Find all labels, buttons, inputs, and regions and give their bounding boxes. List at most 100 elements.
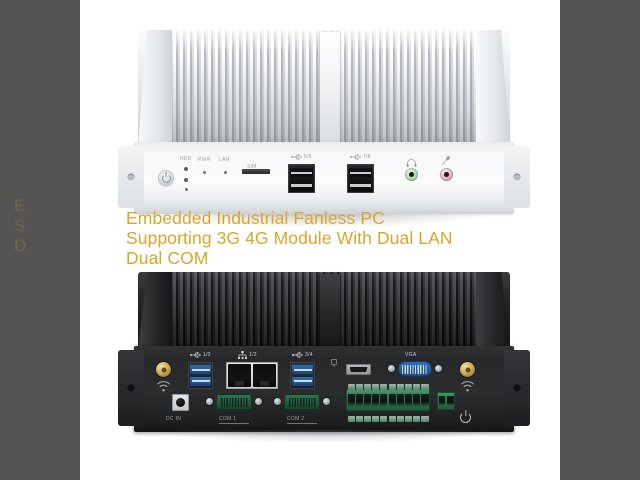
terminal-screw (355, 416, 363, 422)
com2-screw-right (323, 398, 330, 405)
terminal-block-icon (437, 392, 455, 410)
terminal-screw (372, 416, 380, 422)
com2-label-group: COM 2 (287, 416, 317, 424)
aux-terminal-block[interactable] (437, 392, 455, 410)
power-button-white[interactable] (158, 170, 174, 186)
rj45-jack (228, 364, 251, 387)
terminal-pin (396, 393, 404, 407)
usb-port-7-8[interactable] (347, 164, 374, 193)
com1-screw-right (255, 398, 262, 405)
led-icon (185, 188, 188, 191)
terminal-pin (363, 393, 371, 407)
lan-port-1-2[interactable] (226, 362, 278, 389)
dio-terminal-block[interactable] (346, 384, 430, 422)
status-led-lan1 (203, 171, 206, 174)
power-symbol-icon (460, 412, 471, 423)
product-photo: HDD PWR LAN SIM (80, 0, 560, 480)
audio-jack-icon (440, 168, 453, 181)
microphone-jack[interactable] (440, 168, 453, 181)
antenna-right-wifi-mark (460, 379, 475, 397)
dc-in-jack[interactable] (172, 394, 189, 411)
wifi-icon (461, 381, 474, 392)
usb-icon (291, 154, 302, 160)
usb-slot (292, 376, 313, 386)
heatsink-center-block-black (320, 274, 340, 350)
terminal-screw (363, 384, 371, 390)
indicator-label-lan: LAN (219, 157, 230, 163)
usb-connector-icon (347, 164, 374, 193)
terminal-screw (388, 384, 396, 390)
headphone-jack[interactable] (405, 168, 418, 181)
rj45-jack (253, 364, 276, 387)
usb-1-2-label-group: 1/2 (190, 352, 211, 358)
terminal-pin (438, 396, 446, 406)
com-2-label: COM 2 (287, 416, 305, 422)
usb-3-4-label: 3/4 (305, 352, 313, 358)
terminal-screw (413, 384, 421, 390)
antenna-icon (156, 362, 171, 377)
terminal-screw (363, 416, 371, 422)
headphone-icon (406, 159, 417, 167)
usb-port-3-4[interactable] (290, 362, 315, 389)
usb-icon (292, 352, 303, 358)
db9-pins (220, 397, 248, 407)
mounting-ear-right-white (504, 146, 530, 208)
usb-slot (290, 180, 313, 190)
terminal-pin (372, 393, 380, 407)
vga-connector-icon (398, 361, 432, 377)
terminal-screw (421, 416, 429, 422)
terminal-screw (380, 384, 388, 390)
screw-icon (435, 365, 442, 372)
led-icon (184, 167, 188, 171)
usb-slot (349, 167, 372, 177)
usb3-connector-icon (188, 362, 213, 389)
overlay-watermark-left: E S D (14, 196, 26, 256)
led-icon (224, 171, 227, 174)
power-button-black[interactable] (460, 412, 471, 423)
com-port-1[interactable] (216, 394, 252, 410)
terminal-pin (413, 393, 421, 407)
usb-slot (290, 167, 313, 177)
usb-icon (350, 154, 361, 160)
dc-in-label: DC IN (166, 416, 182, 422)
screw-icon (255, 398, 262, 405)
front-panel-white: HDD PWR LAN SIM (118, 142, 530, 214)
terminal-block-icon (346, 389, 430, 411)
com-port-2[interactable] (284, 394, 320, 410)
terminal-screw (396, 416, 404, 422)
antenna-connector-left[interactable] (156, 362, 171, 377)
com1-label-group: COM 1 (219, 416, 249, 424)
com-1-underline (219, 423, 249, 424)
usb-slot (292, 365, 313, 375)
rear-panel-black: 1/2 (118, 346, 530, 432)
wifi-icon (157, 381, 170, 392)
rj45-connector-icon (226, 362, 278, 389)
dc-in-label-group: DC IN (166, 416, 181, 422)
terminal-pin (388, 393, 396, 407)
led-icon (184, 178, 188, 182)
hdmi-connector-icon (346, 364, 371, 375)
terminal-screw (396, 384, 404, 390)
com-2-underline (287, 423, 317, 424)
status-led-hdd (184, 167, 188, 171)
vga-screw-left (388, 365, 395, 372)
hdmi-port[interactable] (346, 364, 371, 375)
mounting-hole-icon (127, 173, 135, 181)
db9-connector-icon (216, 394, 252, 410)
screw-icon (206, 398, 213, 405)
usb-icon (190, 352, 201, 358)
vga-port[interactable] (398, 361, 432, 377)
power-button-icon (158, 170, 174, 186)
terminal-screw (372, 384, 380, 390)
lan-1-2-label-group: 1/2 (238, 351, 257, 359)
status-led-lan2 (224, 171, 227, 174)
indicator-label-pwr: PWR (198, 157, 211, 163)
sim-card-icon (242, 169, 270, 174)
usb-port-1-2[interactable] (188, 362, 213, 389)
letterbox-bar-right (560, 0, 640, 480)
antenna-connector-right[interactable] (460, 362, 475, 377)
screw-icon (388, 365, 395, 372)
terminal-screw (413, 416, 421, 422)
usb-port-5-6[interactable] (288, 164, 315, 193)
sim-card-slot[interactable] (242, 169, 270, 174)
